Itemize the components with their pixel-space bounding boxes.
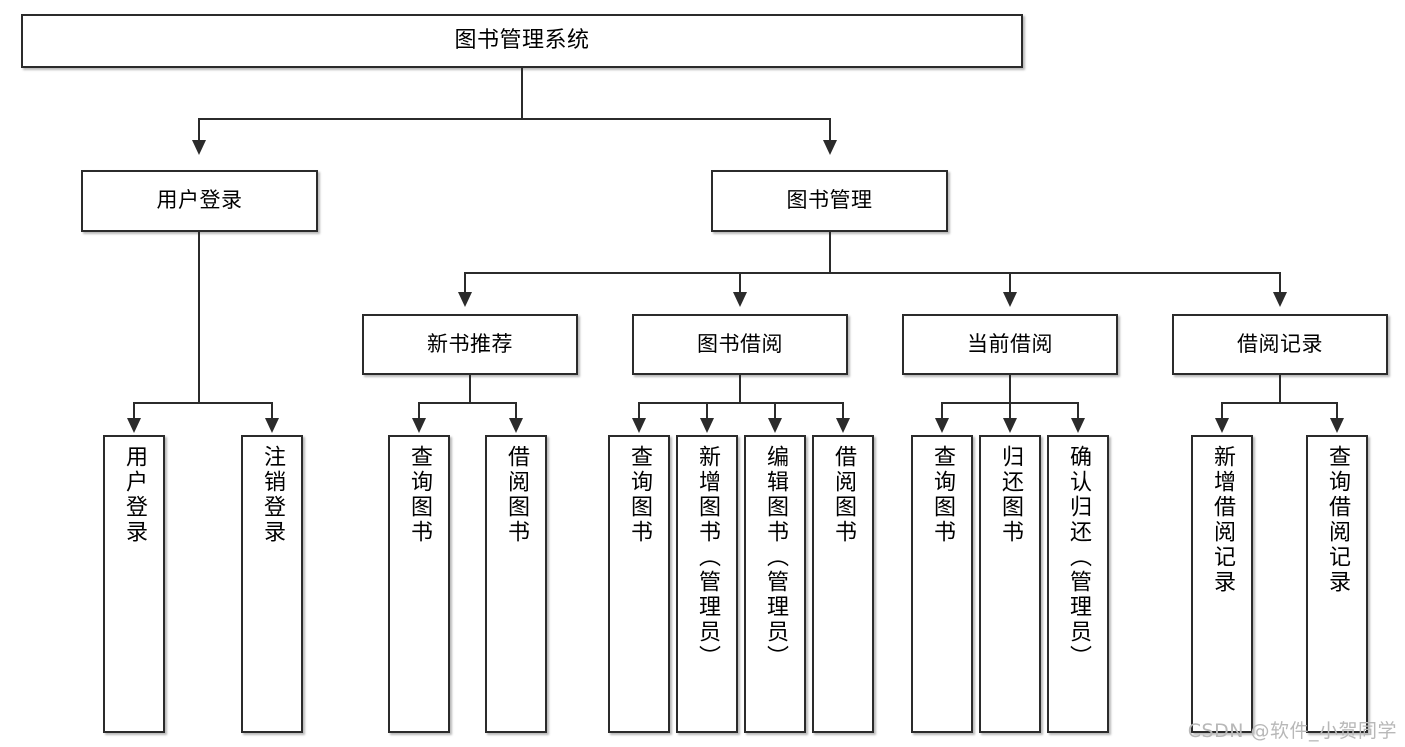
node-book-borrow[interactable]: 图书借阅 <box>632 314 848 375</box>
leaf-user-login[interactable]: 用户登录 <box>103 435 165 733</box>
connector-bb-drop-3 <box>774 402 776 420</box>
node-new-book-recommend[interactable]: 新书推荐 <box>362 314 578 375</box>
node-label: 注销登录 <box>260 445 285 545</box>
connector-root-to-book-mgmt <box>829 118 831 146</box>
connector-book-mgmt-stem <box>829 232 831 272</box>
arrowhead-br-query-record <box>1330 418 1344 433</box>
arrowhead-cb-confirm-return <box>1071 418 1085 433</box>
node-label: 借阅图书 <box>504 445 529 545</box>
connector-root-stem <box>521 68 523 118</box>
node-label: 当前借阅 <box>967 331 1053 356</box>
node-label: 归还图书 <box>998 445 1023 545</box>
arrowhead-new-book <box>458 292 472 307</box>
arrowhead-book-borrow <box>733 292 747 307</box>
connector-to-borrow-record <box>1279 272 1281 294</box>
connector-cb-drop-3 <box>1077 402 1079 420</box>
connector-new-book-stem <box>469 375 471 402</box>
connector-book-borrow-bus <box>638 402 842 404</box>
connector-new-book-drop-2 <box>515 402 517 420</box>
leaf-bb-query-book[interactable]: 查询图书 <box>608 435 670 733</box>
connector-to-book-borrow <box>739 272 741 294</box>
connector-cb-drop-2 <box>1009 402 1011 420</box>
arrowhead-bb-borrow-book <box>836 418 850 433</box>
node-label: 查询图书 <box>930 445 955 545</box>
leaf-logout[interactable]: 注销登录 <box>241 435 303 733</box>
arrowhead-leaf-user-login <box>127 418 141 433</box>
connector-borrow-record-stem <box>1279 375 1281 402</box>
node-label: 借阅记录 <box>1237 331 1323 356</box>
arrowhead-cb-return-book <box>1003 418 1017 433</box>
node-label: 图书管理系统 <box>454 27 590 53</box>
arrowhead-br-add-record <box>1215 418 1229 433</box>
node-label: 图书管理 <box>786 188 873 213</box>
leaf-bb-add-book[interactable]: 新增图书（管理员） <box>676 435 738 733</box>
leaf-bb-edit-book[interactable]: 编辑图书（管理员） <box>744 435 806 733</box>
connector-user-login-drop-1 <box>133 402 135 420</box>
connector-root-bus <box>198 118 831 120</box>
node-label: 图书借阅 <box>697 331 783 356</box>
node-label: 查询图书 <box>627 445 652 545</box>
node-label: 新书推荐 <box>427 331 513 356</box>
connector-level3-bus <box>464 272 1280 274</box>
connector-user-login-drop-2 <box>271 402 273 420</box>
connector-new-book-drop-1 <box>418 402 420 420</box>
node-label: 编辑图书（管理员） <box>763 445 788 670</box>
leaf-br-add-record[interactable]: 新增借阅记录 <box>1191 435 1253 733</box>
connector-bb-drop-4 <box>842 402 844 420</box>
node-label: 用户登录 <box>122 445 147 545</box>
arrowhead-current-borrow <box>1003 292 1017 307</box>
arrowhead-book-mgmt <box>823 140 837 155</box>
leaf-br-query-record[interactable]: 查询借阅记录 <box>1306 435 1368 733</box>
node-user-login[interactable]: 用户登录 <box>81 170 318 232</box>
connector-br-drop-1 <box>1221 402 1223 420</box>
arrowhead-bb-edit-book <box>768 418 782 433</box>
connector-borrow-record-bus <box>1221 402 1338 404</box>
leaf-nb-borrow-book[interactable]: 借阅图书 <box>485 435 547 733</box>
node-label: 查询借阅记录 <box>1325 445 1350 595</box>
node-label: 用户登录 <box>156 188 243 213</box>
arrowhead-cb-query-book <box>935 418 949 433</box>
arrowhead-borrow-record <box>1273 292 1287 307</box>
connector-cb-drop-1 <box>941 402 943 420</box>
arrowhead-bb-add-book <box>700 418 714 433</box>
node-label: 新增借阅记录 <box>1210 445 1235 595</box>
connector-bb-drop-1 <box>638 402 640 420</box>
connector-bb-drop-2 <box>706 402 708 420</box>
arrowhead-nb-query-book <box>412 418 426 433</box>
node-label: 借阅图书 <box>831 445 856 545</box>
node-label: 新增图书（管理员） <box>695 445 720 670</box>
leaf-cb-query-book[interactable]: 查询图书 <box>911 435 973 733</box>
connector-to-current-borrow <box>1009 272 1011 294</box>
node-label: 确认归还（管理员） <box>1066 445 1091 670</box>
node-current-borrow[interactable]: 当前借阅 <box>902 314 1118 375</box>
arrowhead-nb-borrow-book <box>509 418 523 433</box>
arrowhead-leaf-logout <box>265 418 279 433</box>
connector-br-drop-2 <box>1336 402 1338 420</box>
leaf-cb-confirm-return[interactable]: 确认归还（管理员） <box>1047 435 1109 733</box>
connector-user-login-bus <box>133 402 271 404</box>
connector-to-new-book <box>464 272 466 294</box>
leaf-nb-query-book[interactable]: 查询图书 <box>388 435 450 733</box>
node-label: 查询图书 <box>407 445 432 545</box>
node-root-system[interactable]: 图书管理系统 <box>21 14 1023 68</box>
arrowhead-bb-query-book <box>632 418 646 433</box>
connector-user-login-stem <box>198 232 200 402</box>
connector-book-borrow-stem <box>739 375 741 402</box>
node-book-management[interactable]: 图书管理 <box>711 170 948 232</box>
arrowhead-user-login <box>192 140 206 155</box>
connector-current-borrow-stem <box>1009 375 1011 402</box>
connector-new-book-bus <box>418 402 517 404</box>
leaf-bb-borrow-book[interactable]: 借阅图书 <box>812 435 874 733</box>
node-borrow-record[interactable]: 借阅记录 <box>1172 314 1388 375</box>
leaf-cb-return-book[interactable]: 归还图书 <box>979 435 1041 733</box>
connector-root-to-user-login <box>198 118 200 146</box>
